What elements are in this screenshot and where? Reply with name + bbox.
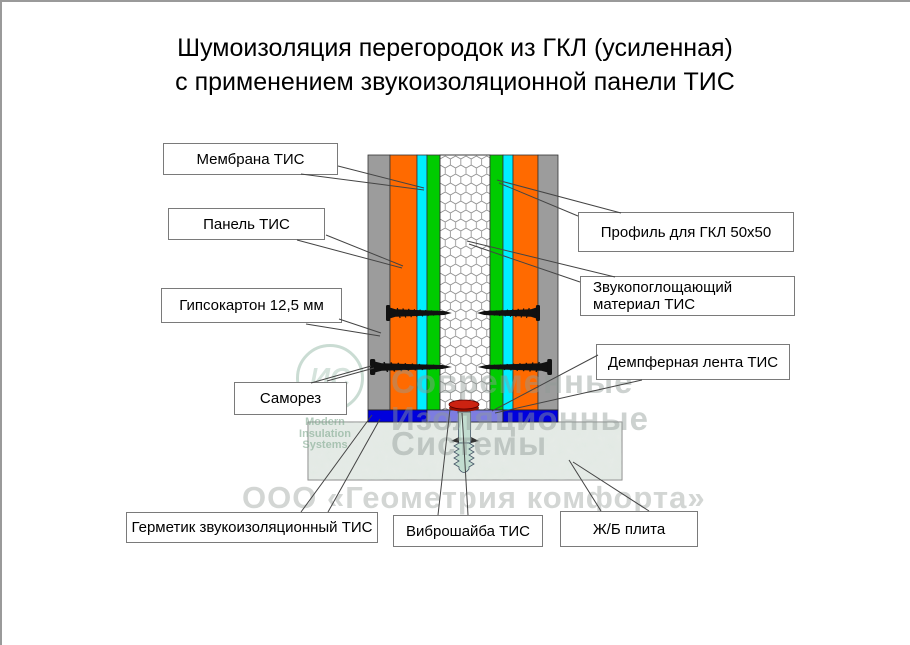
layer-panel-left: [389, 154, 418, 411]
layer-profile-left: [426, 154, 441, 411]
vibro-washer: [448, 399, 480, 410]
anchor-sleeve: [458, 411, 471, 444]
sealant-strip-right: [502, 409, 559, 423]
page-title-line1: Шумоизоляция перегородок из ГКЛ (усиленн…: [177, 34, 733, 62]
label-panel: Панель ТИС: [168, 208, 325, 240]
label-profile: Профиль для ГКЛ 50x50: [578, 212, 794, 252]
layer-absorber-hex: [439, 154, 491, 411]
label-absorber: Звукопоглощающий материал ТИС: [580, 276, 795, 316]
wall-section: [367, 154, 559, 411]
page-border-top: [0, 0, 910, 2]
layer-profile-right: [489, 154, 504, 411]
label-damper: Демпферная лента ТИС: [596, 344, 790, 380]
label-washer: Виброшайба ТИС: [393, 515, 543, 547]
label-screw: Саморез: [234, 382, 347, 415]
page-title-line2: с применением звукоизоляционной панели Т…: [175, 68, 735, 96]
anchor-wing-left: [451, 437, 459, 443]
page-border-left: [0, 0, 2, 645]
layer-membrane-right: [502, 154, 514, 411]
page-title: Шумоизоляция перегородок из ГКЛ (усиленн…: [0, 31, 910, 99]
layer-membrane-left: [416, 154, 428, 411]
layer-panel-right: [512, 154, 539, 411]
sealant-strip-left: [367, 409, 428, 423]
anchor-wing-right: [471, 437, 479, 443]
label-sealant: Герметик звукоизоляционный ТИС: [126, 512, 378, 543]
label-membrane: Мембрана ТИС: [163, 143, 338, 175]
label-slab: Ж/Б плита: [560, 511, 698, 547]
label-gypsum: Гипсокартон 12,5 мм: [161, 288, 342, 323]
